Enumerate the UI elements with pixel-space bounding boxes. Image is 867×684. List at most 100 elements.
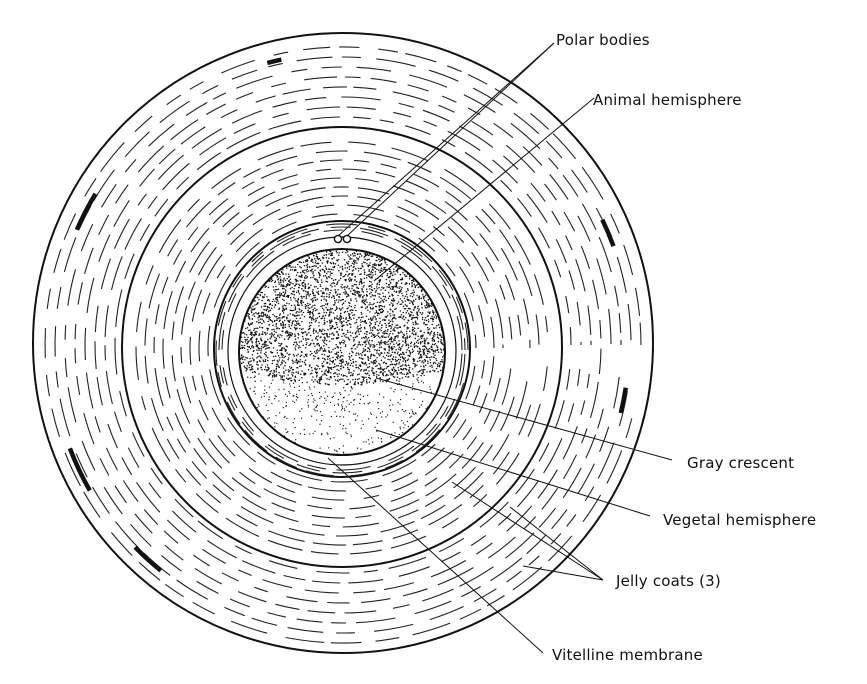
- jelly-dash: [470, 485, 483, 498]
- jelly-dash: [116, 185, 129, 204]
- jelly-dash: [206, 104, 225, 115]
- jelly-dash: [567, 515, 576, 527]
- jelly-dash: [491, 317, 494, 348]
- jelly-dash: [244, 169, 261, 178]
- jelly-dash: [227, 133, 261, 150]
- jelly-dash: [518, 315, 521, 336]
- jelly-dash: [614, 377, 620, 409]
- jelly-dash: [356, 516, 372, 518]
- jelly-dash: [459, 567, 493, 587]
- jelly-dash: [331, 480, 368, 482]
- jelly-dash: [297, 619, 323, 622]
- jelly-dash: [217, 266, 225, 278]
- jelly-dash: [545, 184, 557, 200]
- jelly-dash: [555, 400, 564, 429]
- jelly-dash: [68, 269, 76, 306]
- jelly-dash: [588, 306, 591, 335]
- jelly-dash: [242, 497, 266, 511]
- jelly-dash: [55, 326, 56, 356]
- jelly-dash: [311, 178, 341, 181]
- jelly-dash: [175, 499, 193, 517]
- jelly-dash: [376, 172, 396, 177]
- jelly-dash: [393, 605, 410, 609]
- jelly-dash: [75, 324, 76, 339]
- egg-cell: [239, 249, 446, 455]
- jelly-dash: [570, 327, 571, 345]
- jelly-dash: [364, 152, 401, 160]
- jelly-dash: [324, 230, 343, 231]
- jelly-dash: [636, 288, 640, 316]
- jelly-dash: [539, 443, 549, 461]
- jelly-dash: [65, 358, 67, 377]
- jelly-dash: [192, 129, 222, 149]
- jelly-dash: [128, 448, 139, 468]
- jelly-dash: [343, 169, 367, 171]
- jelly-dash: [598, 409, 604, 429]
- jelly-dash: [350, 550, 382, 554]
- jelly-dash: [358, 188, 389, 194]
- jelly-dash: [449, 454, 463, 468]
- jelly-dash: [77, 376, 80, 395]
- jelly-dash: [568, 403, 573, 421]
- jelly-dash: [152, 398, 164, 431]
- jelly-dash: [600, 427, 609, 452]
- jelly-dash: [95, 416, 100, 432]
- jelly-dash: [276, 457, 297, 467]
- jelly-dash: [406, 181, 429, 192]
- jelly-dash: [190, 82, 204, 90]
- jelly-dash: [64, 237, 76, 272]
- jelly-dash: [446, 191, 462, 203]
- jelly-dash: [194, 448, 206, 464]
- jelly-dash: [247, 251, 275, 277]
- jelly-dash: [115, 486, 127, 503]
- jelly-dash: [401, 238, 433, 262]
- jelly-dash: [366, 485, 382, 489]
- jelly-dash: [195, 568, 222, 584]
- jelly-dash: [311, 552, 339, 554]
- jelly-dash: [609, 309, 611, 344]
- jelly-dash: [353, 117, 371, 119]
- jelly-dash: [52, 409, 60, 437]
- jelly-dash: [414, 174, 439, 187]
- jelly-dash: [640, 322, 641, 345]
- jelly-dash: [301, 188, 326, 193]
- jelly-dash: [546, 316, 548, 332]
- jelly-dash: [482, 209, 495, 224]
- jelly-dash: [384, 583, 414, 590]
- jelly-dash: [97, 377, 102, 405]
- jelly-dash: [221, 60, 254, 73]
- jelly-dash: [266, 195, 293, 207]
- jelly-dash: [99, 215, 109, 235]
- jelly-dash: [539, 228, 550, 249]
- jelly-dash: [202, 85, 218, 93]
- jelly-dash: [222, 330, 224, 349]
- jelly-dash: [209, 439, 230, 464]
- jelly-dash: [515, 236, 531, 265]
- jelly-dash: [353, 541, 383, 545]
- jelly-dash: [480, 445, 492, 462]
- jelly-dash: [232, 70, 257, 79]
- jelly-dash: [145, 319, 147, 346]
- jelly-dash: [95, 306, 98, 332]
- jelly-dash: [94, 170, 115, 201]
- jelly-dash: [425, 495, 444, 506]
- jelly-dash: [140, 169, 155, 186]
- jelly-dash: [355, 179, 379, 183]
- jelly-dash: [125, 159, 136, 172]
- jelly-dash: [490, 411, 500, 432]
- jelly-dash: [231, 395, 237, 408]
- jelly-dash: [542, 488, 558, 509]
- jelly-dash: [142, 396, 146, 410]
- jelly-dash: [288, 628, 324, 633]
- jelly-dash: [82, 441, 95, 470]
- jelly-dash: [197, 153, 221, 170]
- jelly-dash: [193, 602, 215, 614]
- jelly-dash: [364, 570, 378, 572]
- jelly-dash: [138, 194, 146, 206]
- jelly-dash: [68, 387, 76, 422]
- jelly-dash: [301, 142, 332, 146]
- jelly-dash: [87, 373, 93, 409]
- jelly-dash: [378, 49, 398, 52]
- jelly-dash: [517, 481, 538, 507]
- jelly-dash: [144, 553, 170, 575]
